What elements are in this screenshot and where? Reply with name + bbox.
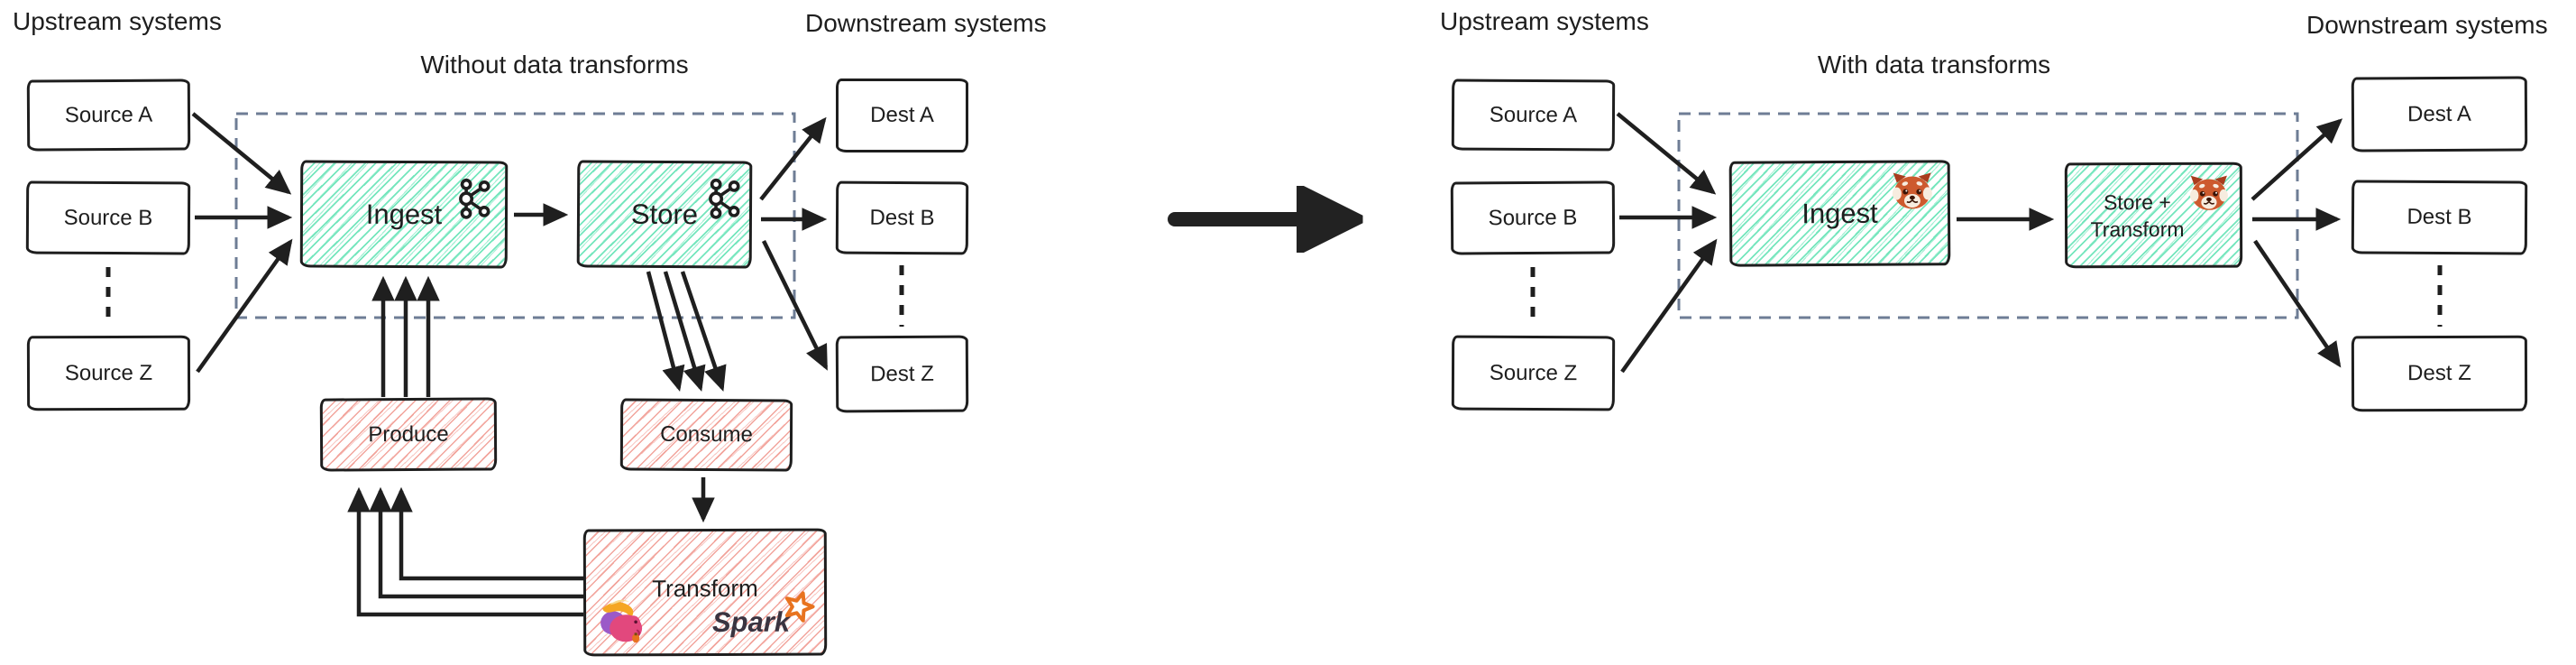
dest-label: Dest A xyxy=(870,103,934,127)
kafka-icon xyxy=(709,178,740,219)
dest-box: Dest Z xyxy=(835,335,969,413)
redpanda-icon xyxy=(2189,175,2228,210)
arrow-transform-to-produce-1 xyxy=(390,486,583,581)
arrow-storetransform-to-dest-z xyxy=(2253,239,2342,368)
source-box: Source B xyxy=(25,180,191,255)
arrow-store-to-consume-3 xyxy=(680,271,727,392)
ingest-box-right: Ingest xyxy=(1728,160,1951,267)
upstream-systems-heading-right: Upstream systems xyxy=(1440,7,1649,35)
downstream-systems-heading-right: Downstream systems xyxy=(2306,11,2548,39)
ingest-label: Ingest xyxy=(1801,197,1878,229)
panel-title-right: With data transforms xyxy=(1817,51,2051,79)
dest-label: Dest B xyxy=(869,205,935,230)
store-transform-line2: Transform xyxy=(2090,217,2185,241)
dest-label: Dest Z xyxy=(2407,360,2471,386)
transform-box: Transform Spark xyxy=(582,528,828,657)
source-label: Source A xyxy=(64,102,153,127)
spark-star-icon xyxy=(784,591,815,623)
dest-box: Dest B xyxy=(835,180,969,255)
flink-squirrel-icon xyxy=(600,599,643,643)
source-box: Source Z xyxy=(26,335,191,411)
panel-title-left: Without data transforms xyxy=(420,51,689,79)
arrow-source-z-to-ingest-left xyxy=(196,238,293,374)
store-transform-box: Store + Transform xyxy=(2064,162,2243,269)
upstream-systems-heading-left: Upstream systems xyxy=(13,7,222,35)
arrow-store-to-dest-a xyxy=(759,116,827,201)
source-box: Source Z xyxy=(1451,335,1616,411)
source-box: Source B xyxy=(1450,180,1616,255)
dest-label: Dest B xyxy=(2406,204,2472,230)
ingest-label: Ingest xyxy=(365,198,443,230)
source-label: Source Z xyxy=(1489,360,1578,385)
dest-label: Dest A xyxy=(2407,101,2471,126)
ingest-box-left: Ingest xyxy=(299,160,509,269)
store-label: Store xyxy=(630,198,699,230)
produce-label: Produce xyxy=(368,421,449,447)
source-label: Source Z xyxy=(64,360,153,385)
dest-label: Dest Z xyxy=(870,361,934,386)
produce-box: Produce xyxy=(319,397,498,472)
arrow-source-z-to-ingest-right xyxy=(1620,238,1718,374)
source-label: Source B xyxy=(1488,205,1578,230)
dest-box: Dest A xyxy=(836,79,968,152)
consume-box: Consume xyxy=(619,398,793,472)
downstream-systems-heading-left: Downstream systems xyxy=(805,9,1047,37)
store-box-left: Store xyxy=(576,160,753,269)
dest-box: Dest Z xyxy=(2351,335,2528,412)
source-label: Source A xyxy=(1489,102,1578,127)
source-box: Source A xyxy=(1451,79,1616,152)
arrow-source-a-to-ingest-left xyxy=(191,112,292,195)
arrow-transform-to-produce-3 xyxy=(347,486,583,617)
kafka-icon xyxy=(459,178,490,219)
dest-box: Dest A xyxy=(2351,76,2528,152)
spark-wordmark: Spark xyxy=(711,605,791,638)
dest-box: Dest B xyxy=(2351,180,2528,255)
store-transform-label: Store + Transform xyxy=(2090,188,2185,242)
arrow-storetransform-to-dest-a xyxy=(2251,118,2343,201)
source-label: Source B xyxy=(63,205,153,230)
redpanda-icon xyxy=(1892,172,1932,209)
arrow-store-to-consume-1 xyxy=(646,271,685,393)
spark-logo: Spark xyxy=(712,590,815,639)
source-box: Source A xyxy=(26,79,191,152)
consume-label: Consume xyxy=(660,421,753,448)
arrow-transform-to-produce-2 xyxy=(369,486,583,599)
arrow-store-to-dest-z xyxy=(761,240,829,371)
store-transform-line1: Store + xyxy=(2103,189,2171,214)
arrow-store-to-consume-2 xyxy=(663,271,706,393)
arrow-source-a-to-ingest-right xyxy=(1616,112,1717,195)
